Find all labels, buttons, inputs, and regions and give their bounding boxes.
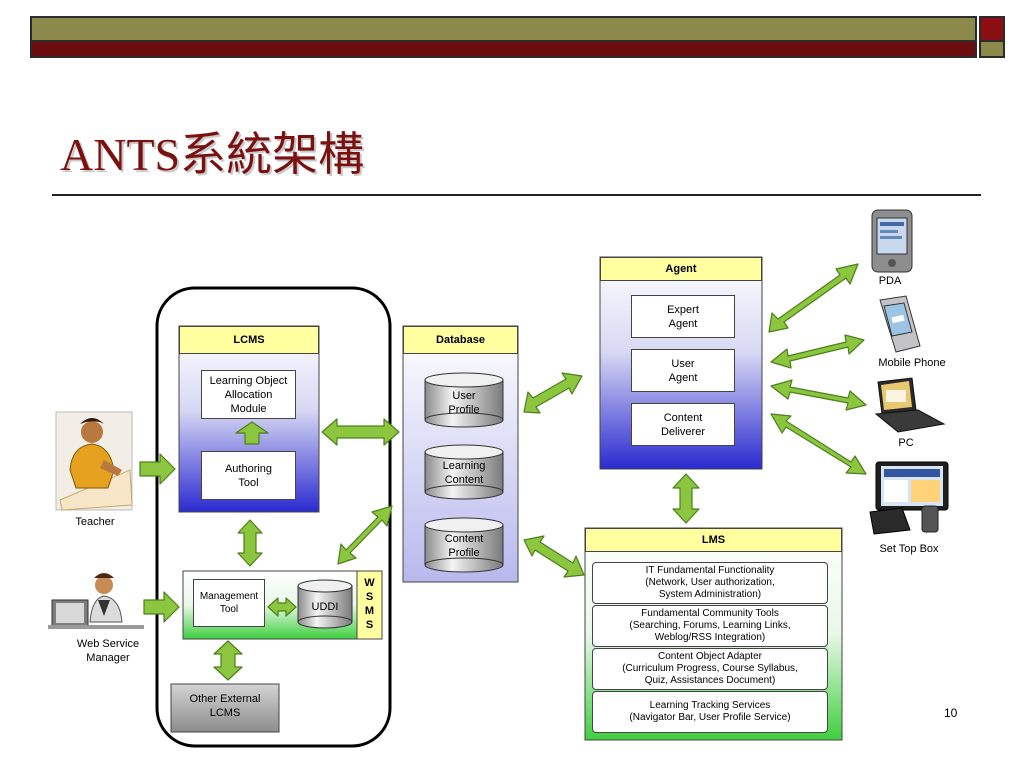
set-top-box-illustration	[869, 461, 949, 535]
teacher-label: Teacher	[75, 516, 115, 528]
learning-content-label: Learning Content	[442, 460, 486, 486]
user-profile-label: User Profile	[448, 390, 480, 416]
cylinder-content-profile	[424, 517, 504, 573]
arrow-agent-mobile	[770, 334, 865, 369]
lms-item: Content Object Adapter (Curriculum Progr…	[592, 648, 828, 690]
corner-square-olive	[979, 42, 1005, 58]
manager-illustration	[48, 573, 144, 629]
arrow-agent-stb	[770, 413, 867, 475]
content-profile-label: Content Profile	[444, 533, 484, 559]
arrow-database-lms	[523, 535, 585, 578]
mobile-phone-illustration	[879, 295, 921, 353]
arrow-lcms-database	[321, 418, 400, 446]
other-lcms-label: Other External LCMS	[189, 693, 261, 719]
teacher-illustration	[55, 411, 133, 511]
arrow-agent-pc	[770, 379, 867, 411]
other-lcms-box	[170, 683, 280, 733]
pc-illustration	[874, 377, 946, 433]
uddi-label: UDDI	[311, 601, 339, 613]
lo-allocation-module: Learning Object Allocation Module	[201, 370, 296, 419]
arrow-wsms-database	[337, 505, 393, 565]
arrow-database-agent	[523, 372, 583, 414]
pda-illustration	[871, 209, 913, 273]
agent-header: Agent	[600, 257, 762, 281]
arrow-lcms-wsms	[237, 519, 263, 567]
lcms-boundary	[155, 286, 392, 748]
management-tool: Management Tool	[193, 579, 265, 627]
lms-item: Fundamental Community Tools (Searching, …	[592, 605, 828, 647]
cylinder-learning-content	[424, 444, 504, 500]
arrow-authoring-up	[235, 421, 269, 445]
lms-item: Learning Tracking Services (Navigator Ba…	[592, 691, 828, 733]
pc-label: PC	[898, 437, 914, 449]
wsms-label-box	[356, 570, 383, 640]
arrow-mgmt-uddi	[267, 597, 297, 617]
top-bar-olive	[30, 16, 977, 42]
corner-square-red	[979, 16, 1005, 42]
cylinder-uddi	[297, 579, 353, 629]
title-rule	[52, 194, 981, 196]
pda-label: PDA	[878, 275, 902, 287]
arrow-agent-pda	[768, 263, 859, 333]
lms-item: IT Fundamental Functionality (Network, U…	[592, 562, 828, 604]
slide-title: ANTS系統架構	[60, 129, 365, 180]
arrow-manager-wsms	[143, 591, 180, 623]
top-bar-maroon	[30, 42, 977, 58]
authoring-tool: Authoring Tool	[201, 451, 296, 500]
database-header: Database	[403, 326, 518, 354]
lms-header: LMS	[585, 528, 842, 552]
arrow-teacher-lcms	[139, 453, 176, 485]
arrow-agent-lms	[672, 473, 700, 524]
user-agent: User Agent	[631, 349, 735, 392]
set-top-box-label: Set Top Box	[879, 543, 939, 555]
page-number: 10	[944, 706, 958, 720]
cylinder-user-profile	[424, 372, 504, 428]
expert-agent: Expert Agent	[631, 295, 735, 338]
lcms-header: LCMS	[179, 326, 319, 354]
mobile-phone-label: Mobile Phone	[878, 357, 946, 369]
arrow-wsms-other	[213, 640, 243, 681]
manager-label: Web Service Manager	[76, 638, 140, 664]
content-deliverer: Content Deliverer	[631, 403, 735, 446]
wsms-label: W S M S	[364, 577, 375, 631]
